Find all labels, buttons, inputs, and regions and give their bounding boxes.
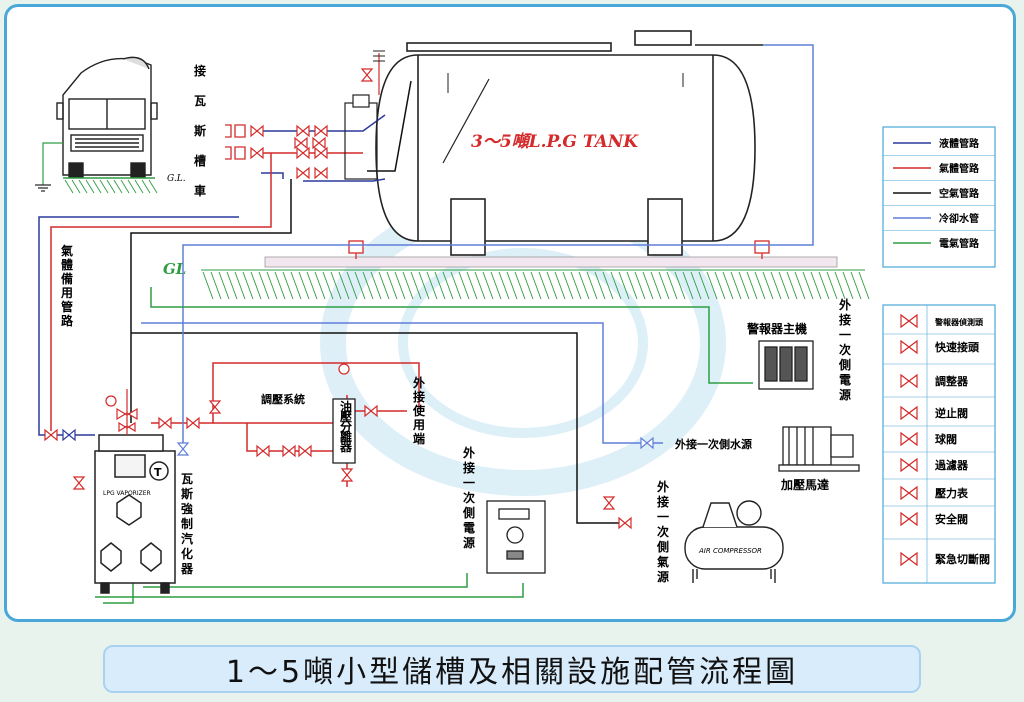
control-box [486,500,546,574]
legend-symbol-label: 警報器偵測頭 [934,317,984,327]
ball-valve-icon [282,444,296,458]
emergency-shutoff-valve-icon [900,551,918,567]
ball-valve-icon [296,146,310,160]
vaporizer-plate: LPG VAPORIZER [103,490,151,497]
legend-symbol-label: 調整器 [935,374,969,388]
ball-valve-icon [298,444,312,458]
ext-power-left-label: 外接一次側電源 [462,445,475,550]
gl-label: GL [163,260,186,278]
ball-valve-icon [364,404,378,418]
quick-coupling-icon [225,124,246,138]
external-use-label: 外接使用端 [412,375,426,446]
ext-water-label: 外接一次側水源 [674,437,752,451]
water-pipes [141,44,814,447]
legend-line-label: 空氣管路 [939,187,980,200]
tank-detector-left [348,240,364,259]
strainer-icon [900,457,918,473]
ball-valve-icon [312,136,326,150]
truck-ground: G.L. [35,142,186,194]
booster-pump-label: 加壓馬達 [780,477,829,492]
check-valve-icon [900,405,918,421]
ball-valve-icon [618,516,632,530]
lpg-tank [375,30,763,256]
regulator-icon [900,373,918,389]
ball-valve-icon [256,444,270,458]
diagram-frame: GL [4,4,1016,622]
ball-valve-icon [250,124,264,138]
piping-diagram: GL [35,30,996,604]
tanker-truck [56,56,158,178]
alarm-main-label: 警報器主機 [746,321,807,336]
title-bar: 1～5噸小型儲槽及相關設施配管流程圖 [103,645,921,693]
manifold [332,363,356,464]
ball-valve-icon [208,400,222,414]
air-compressor [684,500,784,583]
ball-valve-icon [158,416,172,430]
ball-valve-icon [176,442,190,456]
ball-valve-icon [314,146,328,160]
ext-power-right-label: 外接一次側電源 [838,297,851,402]
ball-valve-icon [72,476,86,490]
ball-valve-icon [186,416,200,430]
ground-line: GL [163,256,870,300]
page-title: 1～5噸小型儲槽及相關設施配管流程圖 [225,655,799,690]
legend-line-label: 冷卻水管 [939,212,979,225]
ext-air-label: 外接一次側氣源 [656,479,669,584]
ball-valve-icon [640,436,654,450]
tanker-label: 接瓦斯槽車 [194,63,206,198]
legend-symbol-label: 安全閥 [935,512,968,526]
ball-valve-icon [900,431,918,447]
legend-symbol-label: 壓力表 [935,486,969,500]
gl-small-label: G.L. [167,174,186,184]
vaporizer-valves [105,389,138,435]
ball-valve-icon [314,166,328,180]
detector-icon [900,313,918,329]
pressure-gauge-icon [900,485,918,501]
ball-valve-icon [340,468,354,482]
alarm-main-unit [758,340,814,390]
legend-symbol-label: 緊急切斷閥 [935,552,990,566]
ball-valve-icon [314,124,328,138]
ball-valve-icon [62,428,76,442]
valve-rack [225,50,385,180]
vaporizer-label: 瓦斯強制汽化器 [180,472,194,576]
legend-symbol-label: 球閥 [935,432,957,446]
legend-symbol-label: 逆止閥 [935,406,968,420]
legend-line-label: 電氣管路 [939,237,980,250]
ball-valve-icon [296,124,310,138]
quick-coupling-icon [900,339,918,355]
vapor-backup-label: 氣體備用管路 [60,243,74,328]
safety-valve-icon [900,511,918,527]
ball-valve-icon [360,68,374,82]
legend-line-label: 液體管路 [939,137,980,150]
pressure-system-label: 調壓系統 [261,392,305,406]
ball-valve-icon [296,166,310,180]
booster-pump [778,426,860,472]
ball-valve-icon [250,146,264,160]
ball-valve-icon [44,428,58,442]
ball-valve-icon [602,496,616,510]
inline-valves [44,400,654,530]
legend-symbol-label: 快速接頭 [934,340,980,354]
tank-detector-right [754,240,770,259]
quick-coupling-icon [225,146,246,160]
electric-pipes [95,287,753,604]
air-pipes [130,80,625,524]
legend-symbol-label: 過濾器 [934,458,969,472]
gas-pipes [50,152,420,487]
legend-line-label: 氣體管路 [939,162,980,175]
tank-label: 3～5噸L.P.G TANK [471,132,639,152]
manifold-label: 油壓分離器 [339,399,353,454]
ball-valve-icon [294,136,308,150]
vaporizer [94,434,176,594]
vaporizer-tag: T [154,466,162,479]
compressor-plate: AIR COMPRESSOR [698,547,762,555]
